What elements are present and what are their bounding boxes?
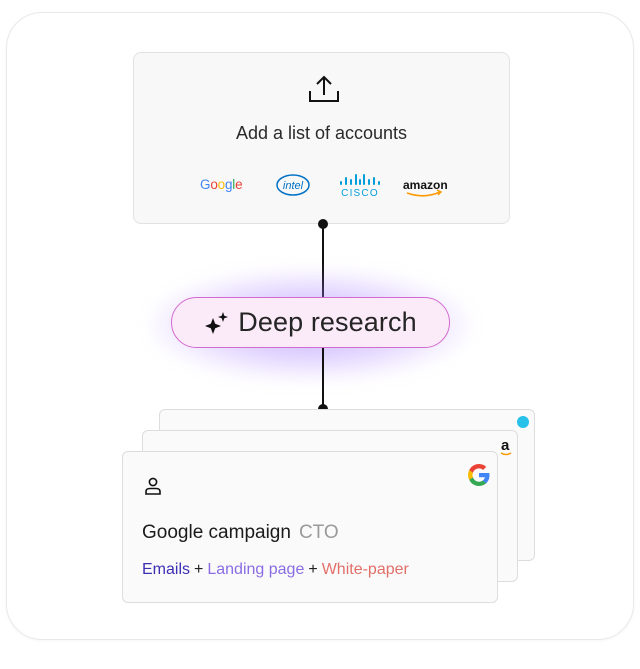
amazon-logo-text: amazon bbox=[403, 178, 448, 192]
upload-icon bbox=[309, 75, 339, 102]
amazon-logo: amazon bbox=[402, 177, 452, 204]
deep-research-label: Deep research bbox=[238, 307, 417, 337]
cisco-mini-icon bbox=[517, 416, 529, 428]
sparkle-icon bbox=[205, 311, 229, 334]
plus-separator: + bbox=[308, 561, 318, 578]
deliverable-emails: Emails bbox=[142, 561, 191, 578]
amazon-mini-icon: a bbox=[500, 437, 512, 456]
deliverable-landing-page: Landing page bbox=[207, 561, 305, 578]
deliverables-row: Emails+Landing page+White-paper bbox=[142, 561, 409, 579]
upload-accounts-card[interactable]: Add a list of accounts Google intel CISC… bbox=[133, 52, 510, 224]
campaign-heading: Google campaign CTO bbox=[142, 522, 339, 544]
connector-top-dot bbox=[318, 219, 328, 229]
google-logo: Google bbox=[200, 177, 243, 192]
connector-top bbox=[322, 223, 324, 299]
connector-bottom bbox=[322, 348, 324, 408]
google-g-icon bbox=[468, 464, 490, 486]
plus-separator: + bbox=[194, 561, 204, 578]
intel-logo-text: intel bbox=[283, 180, 304, 192]
intel-logo: intel bbox=[275, 173, 311, 200]
campaign-role: CTO bbox=[298, 522, 339, 543]
person-icon bbox=[145, 477, 161, 495]
cisco-logo-text: CISCO bbox=[341, 188, 379, 199]
cisco-logo: CISCO bbox=[338, 171, 382, 202]
campaign-title: Google campaign bbox=[142, 522, 291, 543]
deliverable-white-paper: White-paper bbox=[321, 561, 409, 578]
upload-title: Add a list of accounts bbox=[235, 123, 408, 143]
deep-research-button[interactable]: Deep research bbox=[171, 297, 450, 348]
